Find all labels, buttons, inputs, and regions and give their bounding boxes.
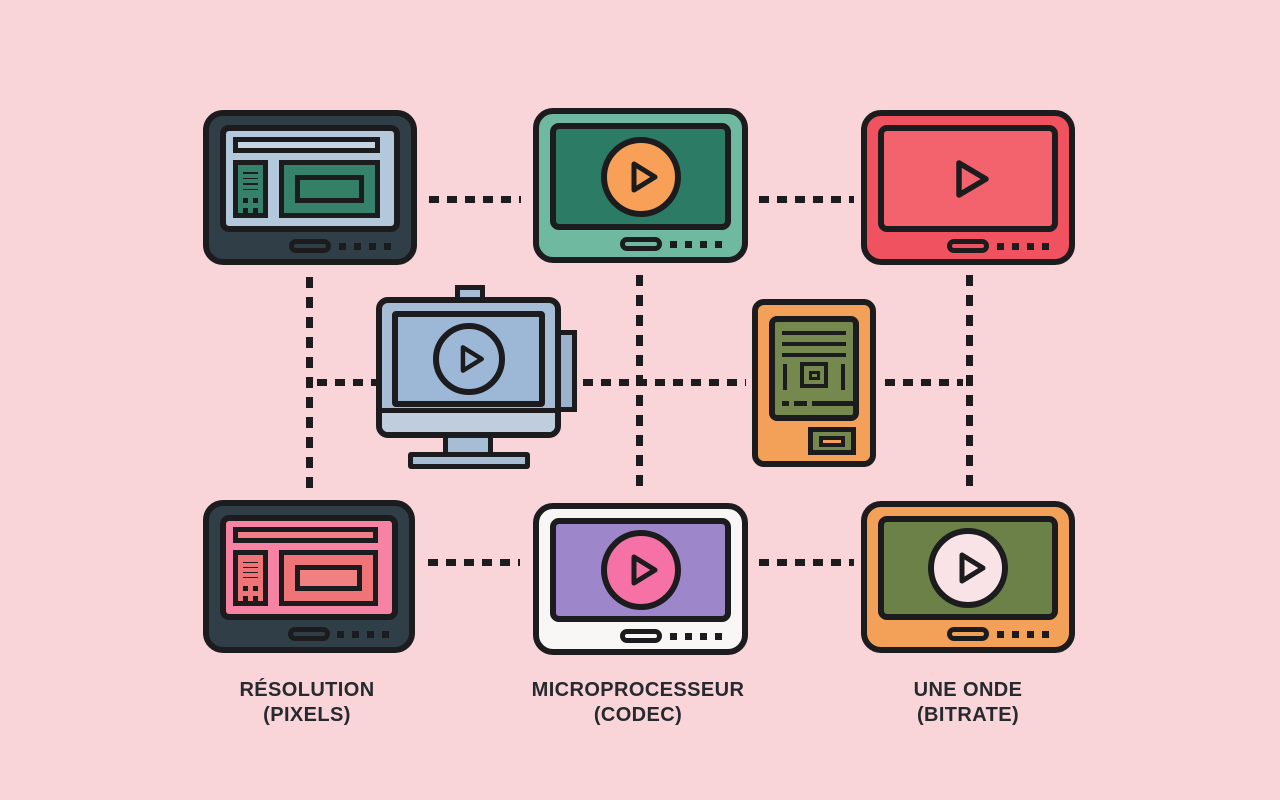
label-line2: (CODEC) — [593, 704, 683, 726]
play-triangle-icon — [955, 159, 989, 198]
monitor-chin — [382, 408, 555, 432]
browser-main-panel — [279, 550, 378, 606]
connector-top-left-to-top-center — [429, 196, 521, 203]
tablet-video-player-purple-icon — [533, 503, 748, 655]
label-bitrate: UNE ONDE (BITRATE) — [798, 678, 1138, 728]
label-line1: RÉSOLUTION — [239, 679, 375, 701]
home-button — [619, 237, 662, 251]
connector-bottom-center-to-bottom-right — [759, 559, 854, 566]
ereader-document-icon — [752, 299, 876, 467]
play-button-icon — [600, 136, 681, 217]
browser-layout — [233, 137, 380, 218]
text-line — [782, 331, 846, 335]
ereader-button — [808, 427, 856, 455]
home-button — [289, 239, 331, 253]
play-button-icon — [928, 528, 1008, 608]
browser-layout — [233, 527, 378, 606]
label-resolution: RÉSOLUTION (PIXELS) — [137, 678, 477, 728]
play-button-icon — [600, 530, 681, 610]
connector-bottom-left-to-bottom-center — [428, 559, 520, 566]
footer-dash — [794, 401, 807, 406]
home-button — [947, 627, 989, 641]
monitor-screen — [392, 311, 545, 407]
bezel-dots — [997, 243, 1049, 250]
monitor-stand-base — [408, 452, 530, 469]
tablet-screen — [220, 515, 398, 620]
right-tick — [841, 364, 845, 390]
text-line — [782, 353, 846, 357]
browser-topbar — [233, 527, 378, 543]
tablet-video-player-olive-icon — [861, 501, 1075, 653]
tablet-video-player-red-icon — [861, 110, 1075, 265]
connector-left-to-monitor — [317, 379, 377, 386]
label-line2: (BITRATE) — [916, 704, 1020, 726]
label-line1: MICROPROCESSEUR — [531, 679, 745, 701]
text-line — [782, 342, 846, 346]
label-line1: UNE ONDE — [913, 679, 1023, 701]
play-button-icon — [432, 323, 505, 395]
tablet-screen — [878, 516, 1058, 620]
bezel-dots — [670, 241, 722, 248]
label-codec: MICROPROCESSEUR (CODEC) — [468, 678, 808, 728]
bezel-dots — [339, 243, 391, 250]
tablet-screen — [878, 125, 1058, 232]
home-button — [619, 629, 662, 643]
browser-topbar — [233, 137, 380, 153]
home-button — [288, 627, 330, 641]
tablet-video-player-teal-icon — [533, 108, 748, 263]
connector-monitor-to-ereader — [583, 379, 746, 386]
bezel-dots — [997, 631, 1049, 638]
connector-left-vertical — [306, 277, 313, 493]
browser-content-box — [295, 565, 362, 591]
center-frame — [800, 362, 828, 388]
bezel-dots — [670, 633, 722, 640]
footer-dash — [812, 401, 854, 406]
tablet-browser-dark-icon — [203, 110, 417, 265]
browser-sidebar — [233, 550, 268, 606]
bezel-dots — [337, 631, 389, 638]
footer-dash — [782, 401, 789, 406]
home-button — [947, 239, 989, 253]
browser-sidebar — [233, 160, 268, 218]
monitor-body — [376, 297, 561, 438]
connector-right-vertical — [966, 275, 973, 488]
browser-main-panel — [279, 160, 380, 218]
label-line2: (PIXELS) — [263, 704, 351, 726]
left-tick — [783, 364, 787, 390]
tablet-screen — [220, 125, 400, 232]
tablet-browser-pink-icon — [203, 500, 415, 653]
tablet-screen — [550, 518, 731, 622]
tablet-screen — [550, 123, 731, 230]
browser-content-box — [295, 175, 364, 203]
ereader-screen — [769, 316, 859, 421]
connector-ereader-to-right — [885, 379, 963, 386]
connector-top-center-to-top-right — [759, 196, 854, 203]
